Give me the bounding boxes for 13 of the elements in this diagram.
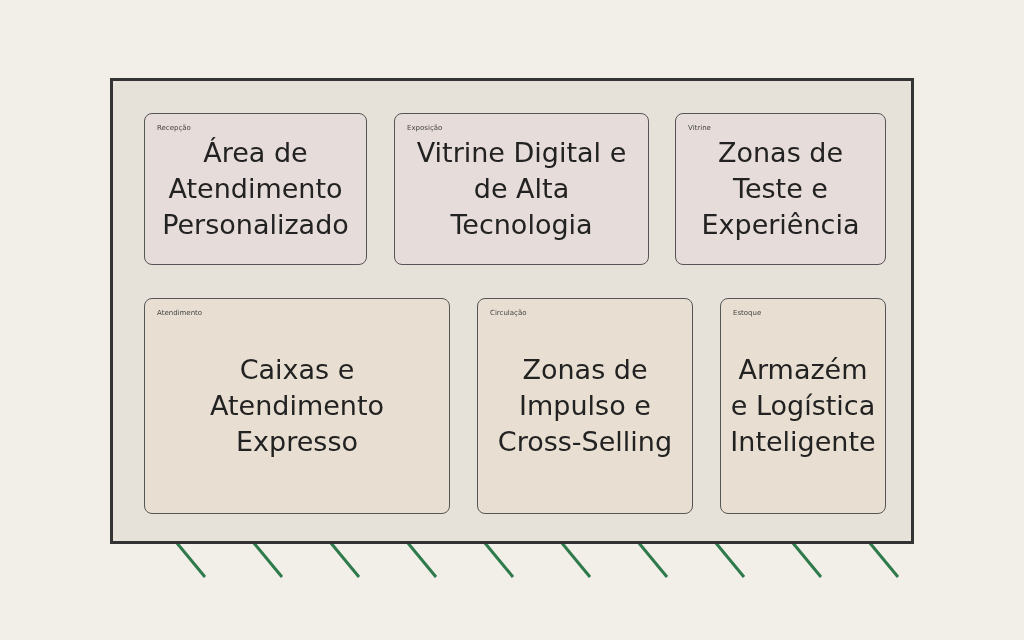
room-name: Armazém e Logística Inteligente [729,353,877,459]
room-area [720,298,886,514]
room-area [144,298,450,514]
room-name: Zonas de Impulso e Cross-Selling [496,353,674,459]
store-floor-outline [110,78,914,544]
room-area [477,298,693,514]
room-name: Vitrine Digital e de Alta Tecnologia [415,136,628,242]
room-name: Caixas e Atendimento Expresso [208,353,386,459]
room-area [394,113,649,265]
room-area [675,113,886,265]
room-area [144,113,367,265]
room-name: Área de Atendimento Personalizado [161,136,350,242]
room-name: Zonas de Teste e Experiência [700,136,861,242]
